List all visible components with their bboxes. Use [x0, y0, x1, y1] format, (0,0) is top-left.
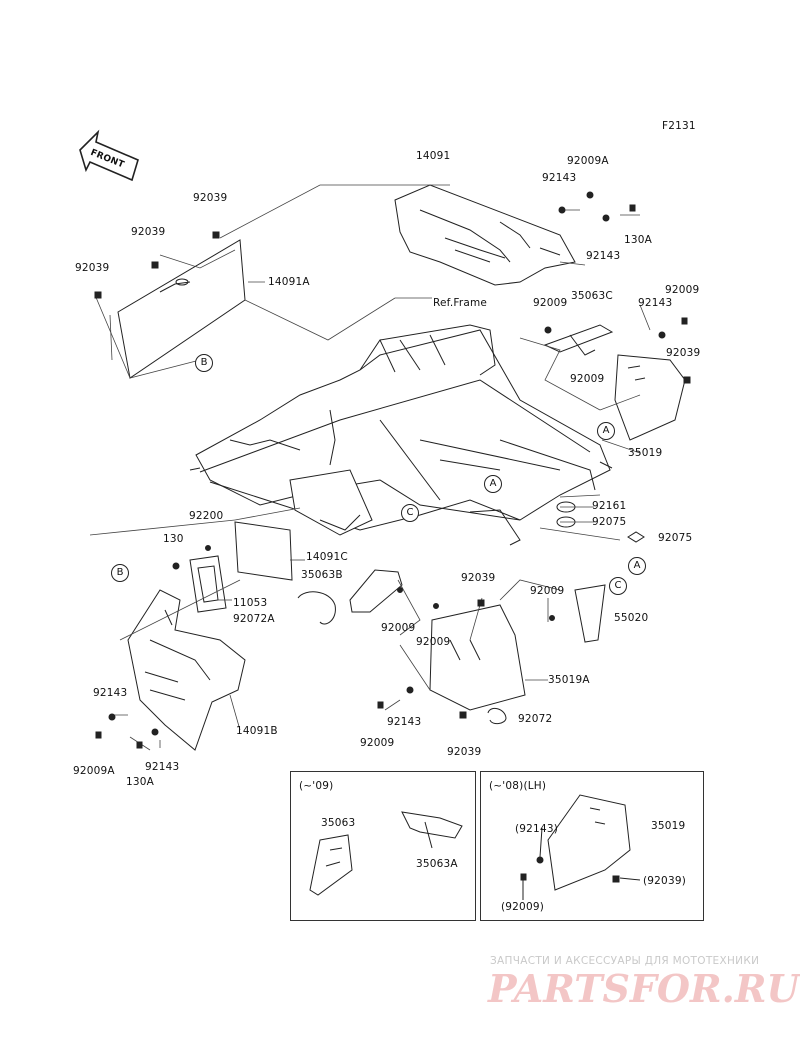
- part-92143-top: 92143: [542, 172, 577, 184]
- callout-b-2: B: [111, 564, 129, 582]
- inset-part-35019: 35019: [651, 820, 686, 832]
- part-92143-m: 92143: [387, 716, 422, 728]
- part-92143-b1: 92143: [93, 687, 128, 699]
- part-92039-b: 92039: [131, 226, 166, 238]
- part-14091a: 14091A: [268, 276, 310, 288]
- inset-part-92143: (92143): [515, 823, 558, 835]
- part-92009a-top: 92009A: [567, 155, 609, 167]
- callout-a-2: A: [484, 475, 502, 493]
- figure-code: F2131: [662, 120, 696, 132]
- fender-14091-shape: [394, 184, 576, 286]
- part-35063c: 35063C: [571, 290, 613, 302]
- part-130a-b: 130A: [126, 776, 155, 788]
- callout-c-1: C: [401, 504, 419, 522]
- part-14091: 14091: [416, 150, 451, 162]
- part-130a-top: 130A: [624, 234, 653, 246]
- part-14091c: 14091C: [306, 551, 348, 563]
- inset-right-drawing: [520, 794, 641, 900]
- part-55020: 55020: [614, 612, 649, 624]
- part-92075-b: 92075: [658, 532, 693, 544]
- inset-right-box: (~'08)(LH) (92143) 35019 (92039) (92009): [480, 771, 704, 921]
- part-35019a: 35019A: [548, 674, 590, 686]
- part-92009-m1: 92009: [381, 622, 416, 634]
- part-92072a: 92072A: [233, 613, 275, 625]
- callout-b-1: B: [195, 354, 213, 372]
- part-35019: 35019: [628, 447, 663, 459]
- part-92009a-b: 92009A: [73, 765, 115, 777]
- part-92039-m: 92039: [461, 572, 496, 584]
- bracket-35063c-shape: [543, 324, 614, 356]
- part-92039-c: 92039: [75, 262, 110, 274]
- inset-left-box: (~'09) 35063 35063A: [290, 771, 476, 921]
- part-92200: 92200: [189, 510, 224, 522]
- part-92009-m4: 92009: [360, 737, 395, 749]
- callout-a-1: A: [597, 422, 615, 440]
- callout-c-2: C: [609, 577, 627, 595]
- part-92009-r2: 92009: [570, 373, 605, 385]
- part-92143-r: 92143: [638, 297, 673, 309]
- part-92039-r: 92039: [666, 347, 701, 359]
- part-92143-top2: 92143: [586, 250, 621, 262]
- part-92039-m2: 92039: [447, 746, 482, 758]
- part-35063b: 35063B: [301, 569, 343, 581]
- inset-part-92009: (92009): [501, 901, 544, 913]
- part-92075-a: 92075: [592, 516, 627, 528]
- inset-part-35063a: 35063A: [416, 858, 458, 870]
- part-92143-b2: 92143: [145, 761, 180, 773]
- ref-frame-label: Ref.Frame: [433, 297, 488, 309]
- watermark-logo: PARTSFOR.RU: [488, 966, 800, 1011]
- part-92009-m3: 92009: [530, 585, 565, 597]
- frame-shape: [189, 324, 613, 546]
- inset-left-title: (~'09): [299, 780, 334, 792]
- inset-right-title: (~'08)(LH): [489, 780, 547, 792]
- panel-14091a-shape: [117, 239, 246, 379]
- front-arrow-icon: [79, 129, 139, 182]
- part-92009-r3: 92009: [665, 284, 700, 296]
- part-92009-r1: 92009: [533, 297, 568, 309]
- part-130: 130: [163, 533, 184, 545]
- fender-14091b-shape: [127, 589, 246, 751]
- part-14091b: 14091B: [236, 725, 278, 737]
- part-92039-a: 92039: [193, 192, 228, 204]
- inset-part-35063: 35063: [321, 817, 356, 829]
- callout-a-3: A: [628, 557, 646, 575]
- part-92161: 92161: [592, 500, 627, 512]
- guard-35019-shape: [614, 354, 686, 441]
- part-92072: 92072: [518, 713, 553, 725]
- inset-left-drawing: [309, 811, 463, 896]
- watermark-tagline: ЗАПЧАСТИ И АКСЕССУАРЫ ДЛЯ МОТОТЕХНИКИ: [490, 955, 760, 967]
- part-92009-m2: 92009: [416, 636, 451, 648]
- part-11053: 11053: [233, 597, 268, 609]
- inset-part-92039: (92039): [643, 875, 686, 887]
